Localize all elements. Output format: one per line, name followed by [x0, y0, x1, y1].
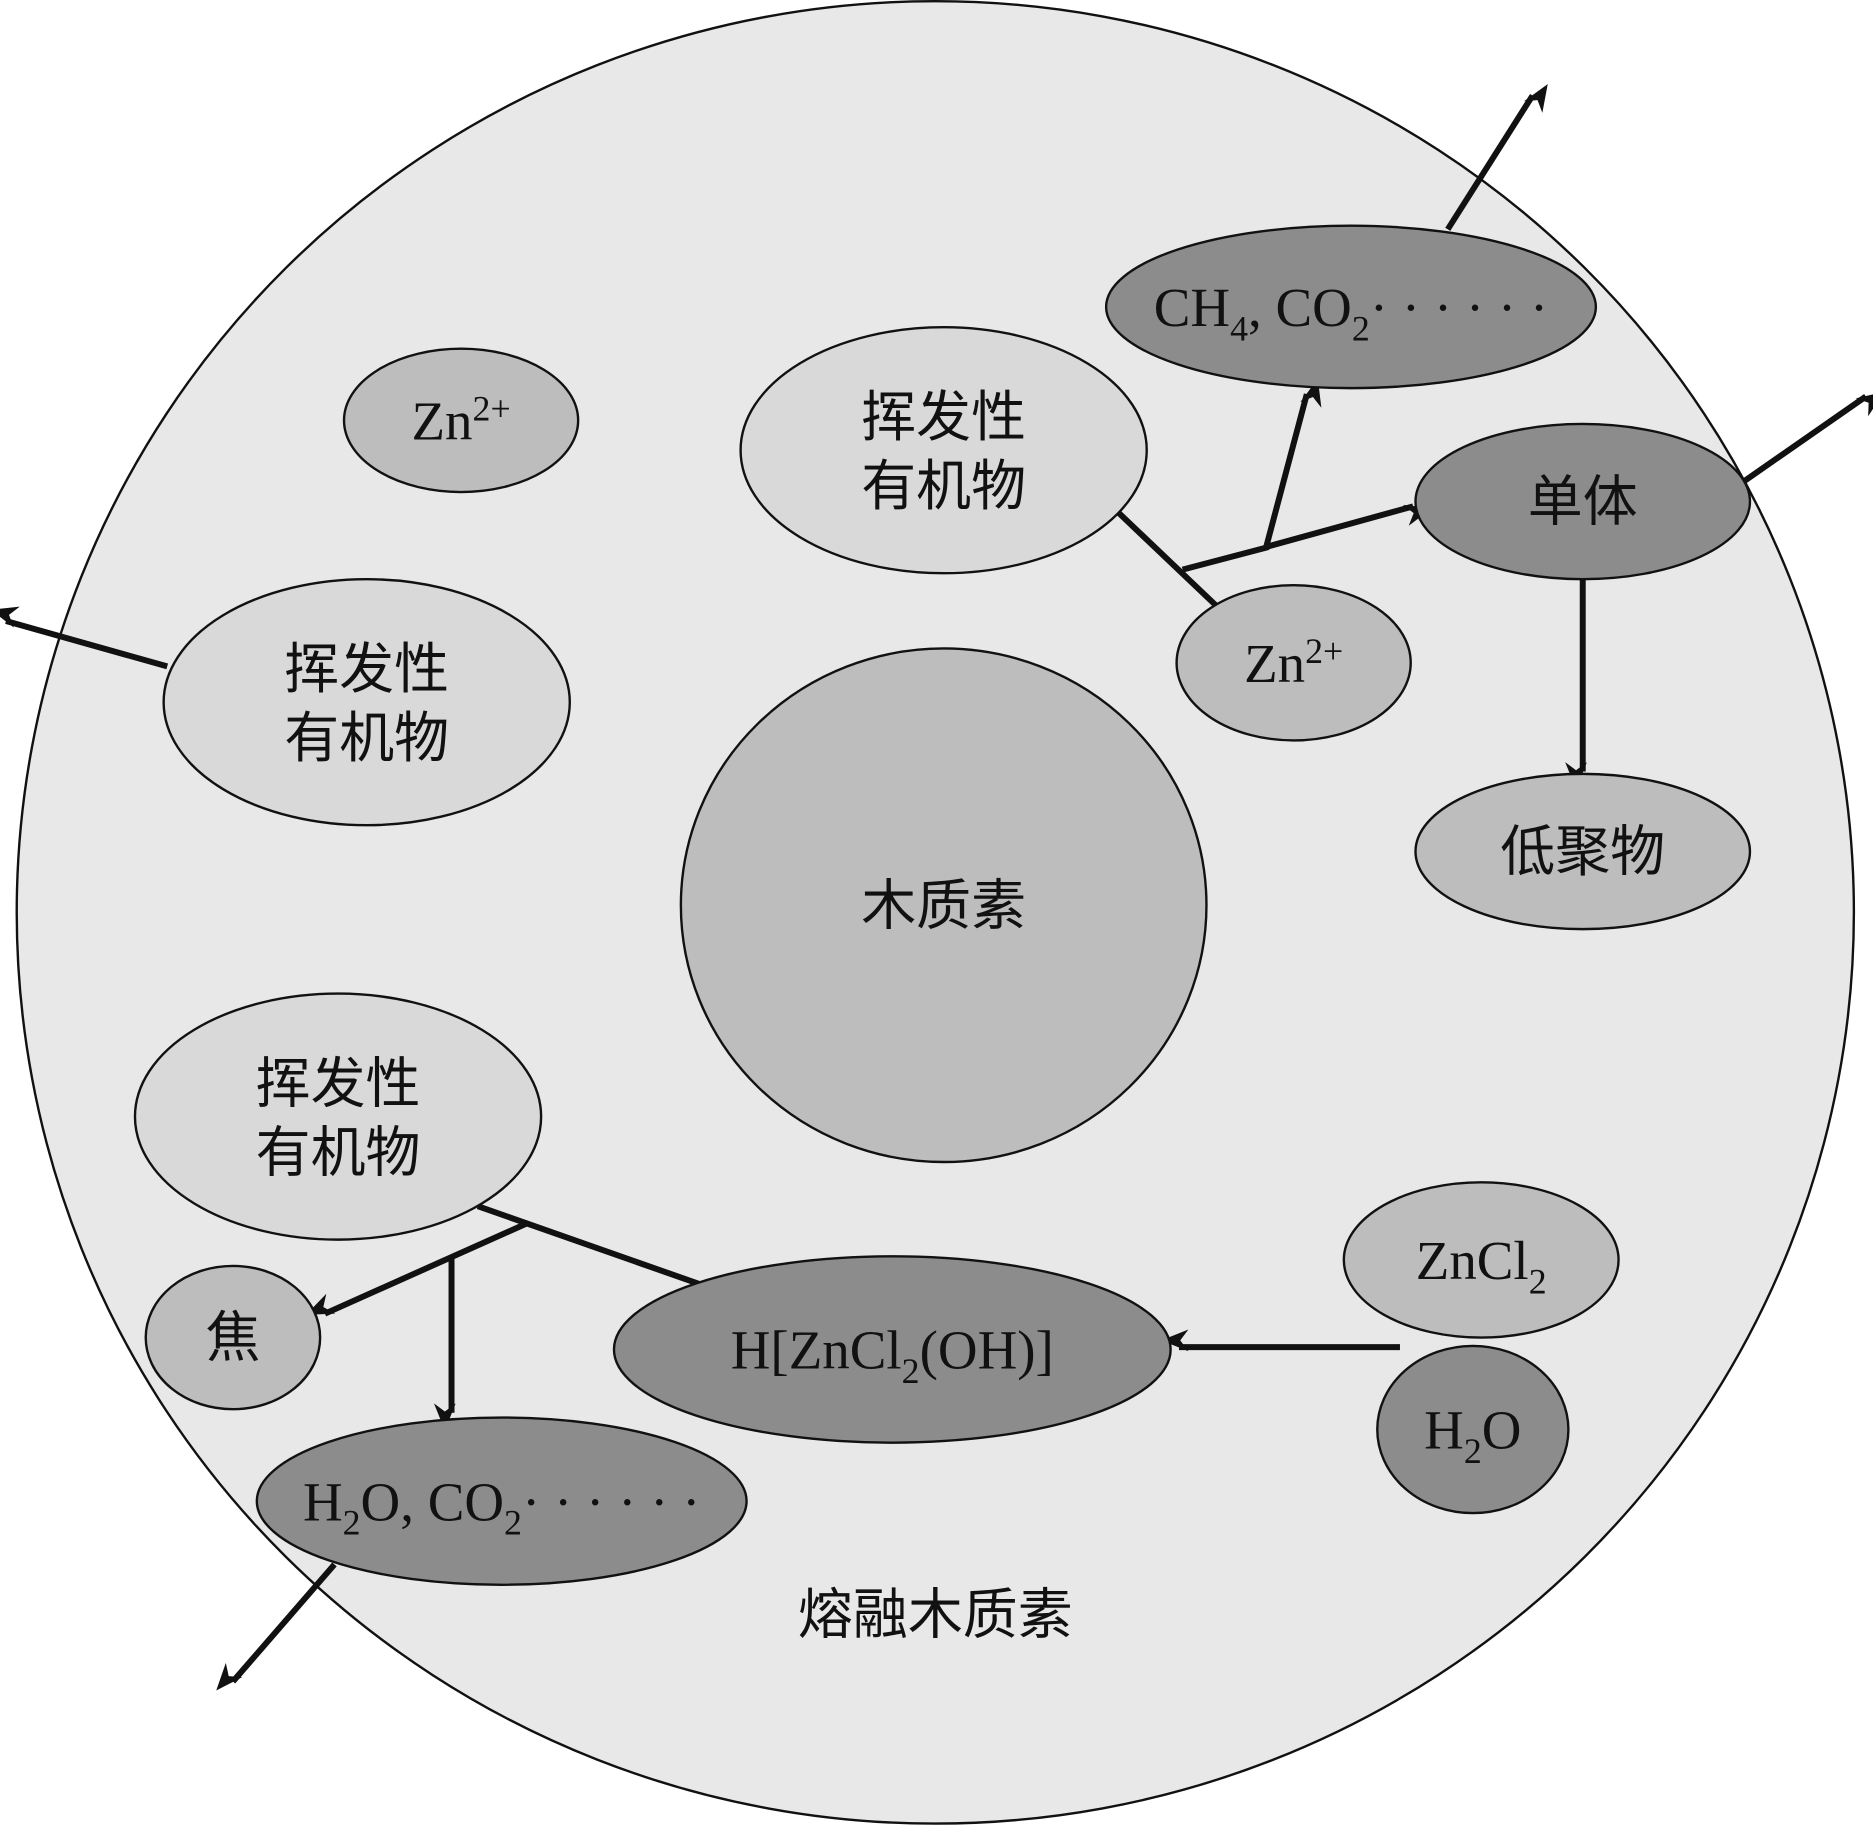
subscript: 2: [902, 1351, 920, 1391]
label-text: 有机物: [861, 456, 1026, 517]
node-shape: [1414, 422, 1752, 581]
node-zncl2: ZnCl2: [1342, 1181, 1620, 1339]
node-label: H2O, CO2· · · · · ·: [303, 1471, 700, 1542]
node-coke: 焦: [144, 1264, 322, 1411]
node-label: 单体: [1528, 472, 1638, 533]
node-label: H2O: [1424, 1400, 1521, 1471]
arrow-gases-escape-top: [1445, 84, 1548, 231]
node-label: ZnCl2: [1416, 1230, 1547, 1301]
label-text: 挥发性: [284, 639, 449, 700]
node-lignin: 木质素: [679, 647, 1208, 1164]
connector-branch: [1181, 544, 1270, 573]
connector-volatile-acid: [476, 1203, 700, 1287]
label-text: 单体: [1528, 472, 1638, 533]
node-shape: [1104, 224, 1598, 390]
node-acid-complex: H[ZnCl2(OH)]: [612, 1255, 1172, 1444]
label-text: 低聚物: [1500, 822, 1665, 883]
node-label: 焦: [205, 1308, 260, 1369]
node-label: Zn2+: [1244, 631, 1343, 694]
label-text: 焦: [205, 1308, 260, 1369]
label-text: 有机物: [256, 1123, 421, 1184]
arrows: [0, 84, 1873, 1691]
node-label: 挥发性有机物: [256, 1053, 421, 1183]
node-zn-top-left: Zn2+: [342, 347, 580, 494]
connector-volatile-zn: [1114, 508, 1219, 608]
arrow-volatile-escape-left: [0, 606, 169, 670]
node-shape: [1175, 583, 1412, 742]
node-label: 低聚物: [1500, 822, 1665, 883]
region-label: 熔融木质素: [798, 1585, 1073, 1646]
label-text: · · · · · ·: [522, 1471, 700, 1532]
node-water: H2O: [1376, 1344, 1570, 1515]
node-shape: [612, 1255, 1172, 1444]
node-shape: [144, 1264, 322, 1411]
superscript: 2+: [473, 388, 511, 428]
node-volatile-left: 挥发性有机物: [162, 578, 571, 827]
label-text: H[ZnCl: [731, 1320, 902, 1381]
arrow-to-coke: [305, 1220, 530, 1317]
node-shape: [1376, 1344, 1570, 1515]
label-text: 有机物: [284, 708, 449, 769]
node-shape: [679, 647, 1208, 1164]
node-shape: [342, 347, 580, 494]
node-shape: [133, 992, 543, 1241]
node-volatile-bottom: 挥发性有机物: [133, 992, 543, 1241]
label-text: Zn: [1244, 633, 1305, 694]
node-label: 挥发性有机物: [861, 387, 1026, 517]
node-oligomer: 低聚物: [1414, 772, 1752, 931]
arrow-monomer-escape: [1742, 391, 1873, 484]
arrow-to-monomer: [1265, 503, 1433, 550]
node-gases-top: CH4, CO2· · · · · ·: [1104, 224, 1598, 390]
label-text: (OH)]: [920, 1320, 1054, 1381]
subscript: 2: [504, 1503, 522, 1543]
label-text: ZnCl: [1416, 1230, 1529, 1291]
subscript: 2: [1464, 1431, 1482, 1471]
label-text: H: [1424, 1400, 1464, 1461]
label-text: 挥发性: [861, 387, 1026, 448]
label-text: O: [1482, 1400, 1522, 1461]
node-shape: [739, 326, 1148, 575]
label-text: H: [303, 1471, 343, 1532]
node-label: CH4, CO2· · · · · ·: [1154, 277, 1548, 348]
label-text: O, CO: [361, 1471, 504, 1532]
label-text: · · · · · ·: [1370, 277, 1548, 338]
subscript: 2: [1352, 308, 1370, 348]
label-text: 挥发性: [256, 1053, 421, 1114]
node-monomer: 单体: [1414, 422, 1752, 581]
subscript: 4: [1230, 308, 1248, 348]
node-label: H[ZnCl2(OH)]: [731, 1320, 1054, 1391]
node-volatile-top: 挥发性有机物: [739, 326, 1148, 575]
label-text: , CO: [1248, 277, 1352, 338]
node-label: Zn2+: [411, 388, 510, 451]
label-text: Zn: [411, 390, 472, 451]
label-text: 木质素: [861, 875, 1026, 936]
node-shape: [255, 1416, 748, 1586]
arrow-gases-escape-bottom: [216, 1562, 337, 1691]
subscript: 2: [343, 1503, 361, 1543]
arrow-to-gases-top: [1263, 378, 1322, 548]
label-text: CH: [1154, 277, 1230, 338]
node-shape: [1414, 772, 1752, 931]
node-label: 挥发性有机物: [284, 639, 449, 769]
node-shape: [162, 578, 571, 827]
subscript: 2: [1529, 1261, 1547, 1301]
node-gases-bottom: H2O, CO2· · · · · ·: [255, 1416, 748, 1586]
superscript: 2+: [1305, 631, 1343, 671]
node-label: 木质素: [861, 875, 1026, 936]
node-shape: [1342, 1181, 1620, 1339]
node-zn-right: Zn2+: [1175, 583, 1412, 742]
